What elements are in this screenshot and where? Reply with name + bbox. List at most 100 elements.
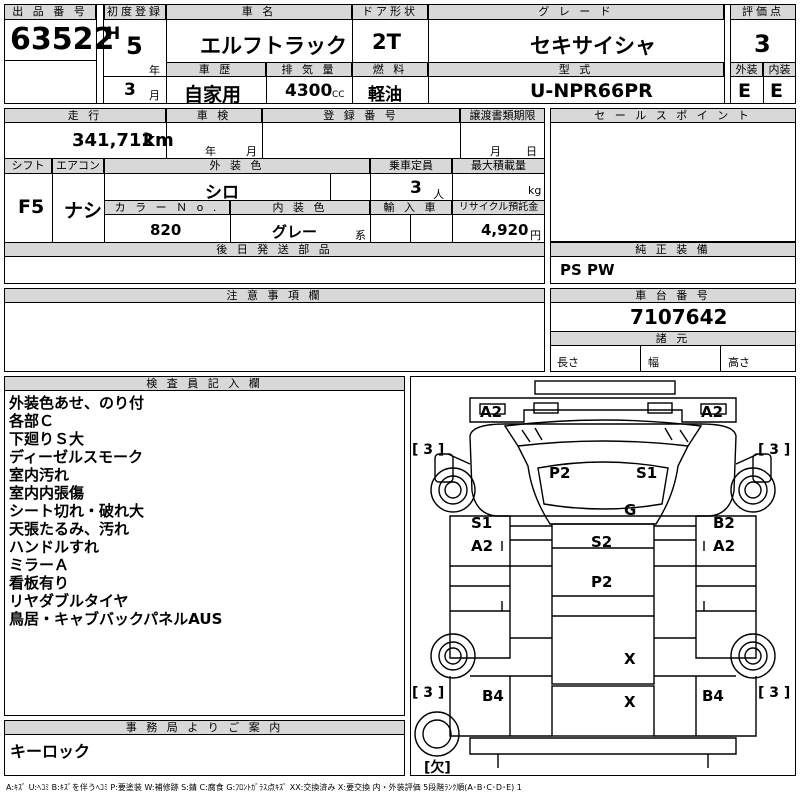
capacity: 3 xyxy=(410,178,422,198)
ac-header: エアコン xyxy=(52,158,104,174)
int-color-header: 内 装 色 xyxy=(230,200,370,215)
inspector-note: 外装色あせ、のり付 xyxy=(9,394,145,412)
color-no: 820 xyxy=(150,221,182,239)
exterior-grade: E xyxy=(738,80,751,102)
tire-tl: [ 3 ] xyxy=(412,442,445,458)
car-name: エルフトラック xyxy=(200,34,347,58)
sales-point-box xyxy=(550,108,796,242)
shift-header: シフト xyxy=(4,158,52,174)
transfer-header: 譲渡書類期限 xyxy=(460,108,545,123)
inspector-note: ハンドルすれ xyxy=(9,538,100,556)
kg-unit: kg xyxy=(528,184,542,197)
interior-grade: E xyxy=(770,80,783,102)
interior-header: 内装 xyxy=(763,62,796,77)
year-unit: 年 xyxy=(149,64,160,77)
mark-rear-left: B4 xyxy=(482,687,504,705)
mileage: 341,712 xyxy=(72,130,154,151)
displacement-header: 排 気 量 xyxy=(266,62,352,77)
length-label: 長さ xyxy=(557,356,579,369)
sales-point-header: セ ー ル ス ポ イ ン ト xyxy=(550,108,796,123)
mark-center-s2: S2 xyxy=(591,533,613,551)
inspection-header: 車 検 xyxy=(166,108,262,123)
mark-cab-p2: P2 xyxy=(549,464,571,482)
height-label: 高さ xyxy=(728,356,750,369)
tire-bl: [ 3 ] xyxy=(412,685,445,701)
score: 3 xyxy=(754,30,771,58)
inspector-note: 下廻りＳ大 xyxy=(9,430,85,448)
kei-unit: 系 xyxy=(355,229,366,242)
later-parts-header: 後 日 発 送 部 品 xyxy=(4,242,545,257)
genuine: PS PW xyxy=(560,261,615,279)
displacement: 4300 xyxy=(285,81,333,101)
mark-center-p2: P2 xyxy=(591,573,613,591)
fuel-header: 燃 料 xyxy=(352,62,428,77)
max-load-header: 最大積載量 xyxy=(452,158,545,174)
inspector-note: 天張たるみ、汚れ xyxy=(9,520,130,538)
exterior-header: 外装 xyxy=(730,62,763,77)
door: 2T xyxy=(372,30,401,54)
lot-no-header: 出 品 番 号 xyxy=(4,4,96,20)
score-header: 評価点 xyxy=(730,4,796,20)
mark-cab-s1: S1 xyxy=(636,464,658,482)
person-unit: 人 xyxy=(433,188,444,201)
mark-x2: X xyxy=(624,693,636,711)
capacity-header: 乗車定員 xyxy=(370,158,452,174)
reg-month: 3 xyxy=(124,80,136,100)
yen-unit: 円 xyxy=(530,229,541,242)
history: 自家用 xyxy=(184,84,242,106)
ext-color: シロ xyxy=(205,183,239,203)
tire-spare: [欠] xyxy=(424,760,451,776)
ext-color-header: 外 装 色 xyxy=(104,158,370,174)
first-reg-header: 初度登録 xyxy=(104,4,166,20)
insp-month-unit: 月 xyxy=(246,145,257,158)
transfer-day-unit: 日 xyxy=(526,145,537,158)
inspector-note: リヤダブルタイヤ xyxy=(9,592,129,610)
insp-year-unit: 年 xyxy=(205,145,216,158)
car-name-header: 車 名 xyxy=(166,4,352,20)
inspector-note: 室内内張傷 xyxy=(9,484,85,502)
cc-unit: CC xyxy=(332,90,345,100)
inspector-note: ミラーＡ xyxy=(9,556,70,574)
lot-no: 63522 xyxy=(10,22,115,57)
tire-tr: [ 3 ] xyxy=(758,442,791,458)
office-text: キーロック xyxy=(10,742,91,761)
fuel: 軽油 xyxy=(368,85,402,105)
transfer-month-unit: 月 xyxy=(490,145,501,158)
recycle-header: リサイクル預託金 xyxy=(452,200,545,215)
history-header: 車 歴 xyxy=(166,62,266,77)
inspector-note: 室内汚れ xyxy=(9,466,70,484)
reg-year: 5 xyxy=(126,32,143,60)
legend: A:ｷｽﾞ U:ﾍｺﾐ B:ｷｽﾞを伴うﾍｺﾐ P:要塗装 W:補修跡 S:錆 … xyxy=(6,783,522,792)
mark-left-a2: A2 xyxy=(471,537,494,555)
model-header: 型 式 xyxy=(428,62,724,77)
diagram-box xyxy=(410,376,796,776)
chassis-header: 車 台 番 号 xyxy=(550,288,796,303)
color-no-header: カ ラ ー Ｎ o . xyxy=(104,200,230,215)
mark-front-left: A2 xyxy=(480,403,503,421)
mark-right-b2: B2 xyxy=(713,514,735,532)
model: U-NPR66PR xyxy=(530,80,653,102)
genuine-header: 純 正 装 備 xyxy=(550,242,796,257)
inspector-note: 各部Ｃ xyxy=(9,412,55,430)
mark-g: G xyxy=(624,501,637,519)
reg-no-header: 登 録 番 号 xyxy=(262,108,460,123)
mark-x1: X xyxy=(624,650,636,668)
inspector-note: 看板有り xyxy=(9,574,70,592)
month-unit: 月 xyxy=(149,89,160,102)
era: H xyxy=(106,24,121,44)
mileage-header: 走 行 xyxy=(4,108,166,123)
door-header: ドア形状 xyxy=(352,4,428,20)
import-header: 輸 入 車 xyxy=(370,200,452,215)
recycle: 4,920 xyxy=(481,221,529,239)
specs-header: 諸 元 xyxy=(550,331,796,346)
inspector-header: 検 査 員 記 入 欄 xyxy=(4,376,405,391)
chassis-no: 7107642 xyxy=(630,305,728,329)
mark-rear-right: B4 xyxy=(702,687,724,705)
inspector-note: ディーゼルスモーク xyxy=(9,448,143,466)
inspector-note: 鳥居・キャブバックパネルAUS xyxy=(9,610,223,628)
mark-right-a2: A2 xyxy=(713,537,736,555)
grade-header: グ レ ー ド xyxy=(428,4,724,20)
tire-br: [ 3 ] xyxy=(758,685,791,701)
mark-front-right: A2 xyxy=(701,403,724,421)
